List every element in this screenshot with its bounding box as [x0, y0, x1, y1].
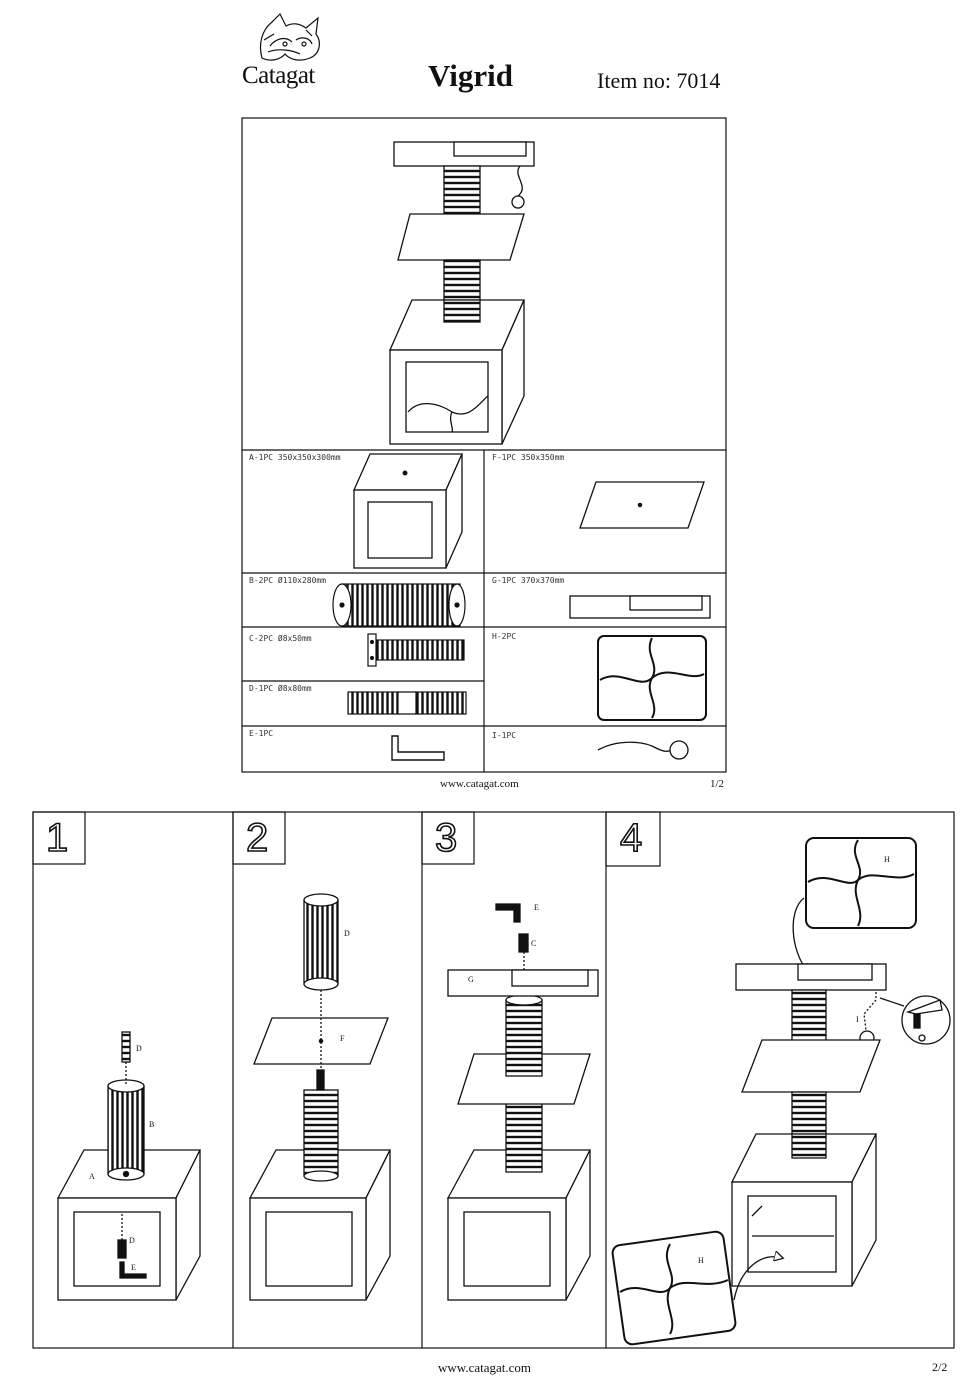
part-label-i: I-1PC	[492, 731, 517, 740]
page2-number: 2/2	[932, 1360, 948, 1374]
cat-logo-icon	[259, 12, 320, 61]
step2-drawing	[248, 893, 392, 1301]
step1-tag-a: A	[89, 1172, 95, 1181]
part-g-board-drawing	[569, 595, 711, 619]
part-label-a: A-1PC 350x350x300mm	[249, 453, 341, 462]
page2-url[interactable]: www.catagat.com	[438, 1360, 532, 1375]
step4-tag-i: I	[856, 1015, 859, 1024]
step1-number: 1	[45, 816, 69, 860]
page1-number: 1/2	[710, 778, 725, 790]
part-label-b: B-2PC Ø110x280mm	[249, 576, 327, 585]
step3-drawing	[446, 903, 599, 1301]
part-label-c: C-2PC Ø8x50mm	[249, 634, 312, 643]
step4-tag-h-bottom: H	[698, 1256, 704, 1265]
part-label-d: D-1PC Ø8x80mm	[249, 684, 312, 693]
product-title: Vigrid	[428, 58, 513, 93]
step4-drawing	[611, 837, 951, 1346]
overview-cat-tree	[389, 141, 535, 445]
step1-tag-d2: D	[129, 1236, 135, 1245]
step1-tag-b: B	[149, 1120, 155, 1129]
brand-name: Catagat	[242, 62, 315, 89]
part-i-toy-drawing	[597, 740, 689, 760]
page2-frame	[32, 811, 955, 1349]
step1-drawing	[56, 1031, 202, 1301]
part-h-cushion-drawing	[597, 635, 707, 721]
step4-tag-h-top: H	[884, 855, 890, 864]
step3-tag-c: C	[531, 939, 537, 948]
part-e-allen-key-drawing	[391, 735, 445, 761]
part-a-box-drawing	[352, 453, 464, 569]
part-f-board-drawing	[579, 481, 705, 529]
step3-tag-e: E	[534, 903, 539, 912]
part-b-post-drawing	[332, 583, 466, 627]
step4-number: 4	[619, 816, 643, 860]
item-number: Item no: 7014	[597, 68, 721, 93]
step1-tag-e: E	[131, 1263, 136, 1272]
page1-url[interactable]: www.catagat.com	[440, 778, 519, 790]
step1-tag-d: D	[136, 1044, 142, 1053]
step2-number: 2	[245, 816, 269, 860]
step2-tag-f: F	[340, 1034, 345, 1043]
part-c-bolt-drawing	[367, 633, 465, 667]
part-label-h: H-2PC	[492, 632, 517, 641]
part-d-bolt-drawing	[347, 691, 467, 715]
part-label-e: E-1PC	[249, 729, 274, 738]
step3-number: 3	[434, 816, 458, 860]
part-label-g: G-1PC 370x370mm	[492, 576, 565, 585]
page1-frame	[241, 117, 727, 773]
step2-tag-d: D	[344, 929, 350, 938]
step3-tag-g: G	[468, 975, 474, 984]
part-label-f: F-1PC 350x350mm	[492, 453, 565, 462]
